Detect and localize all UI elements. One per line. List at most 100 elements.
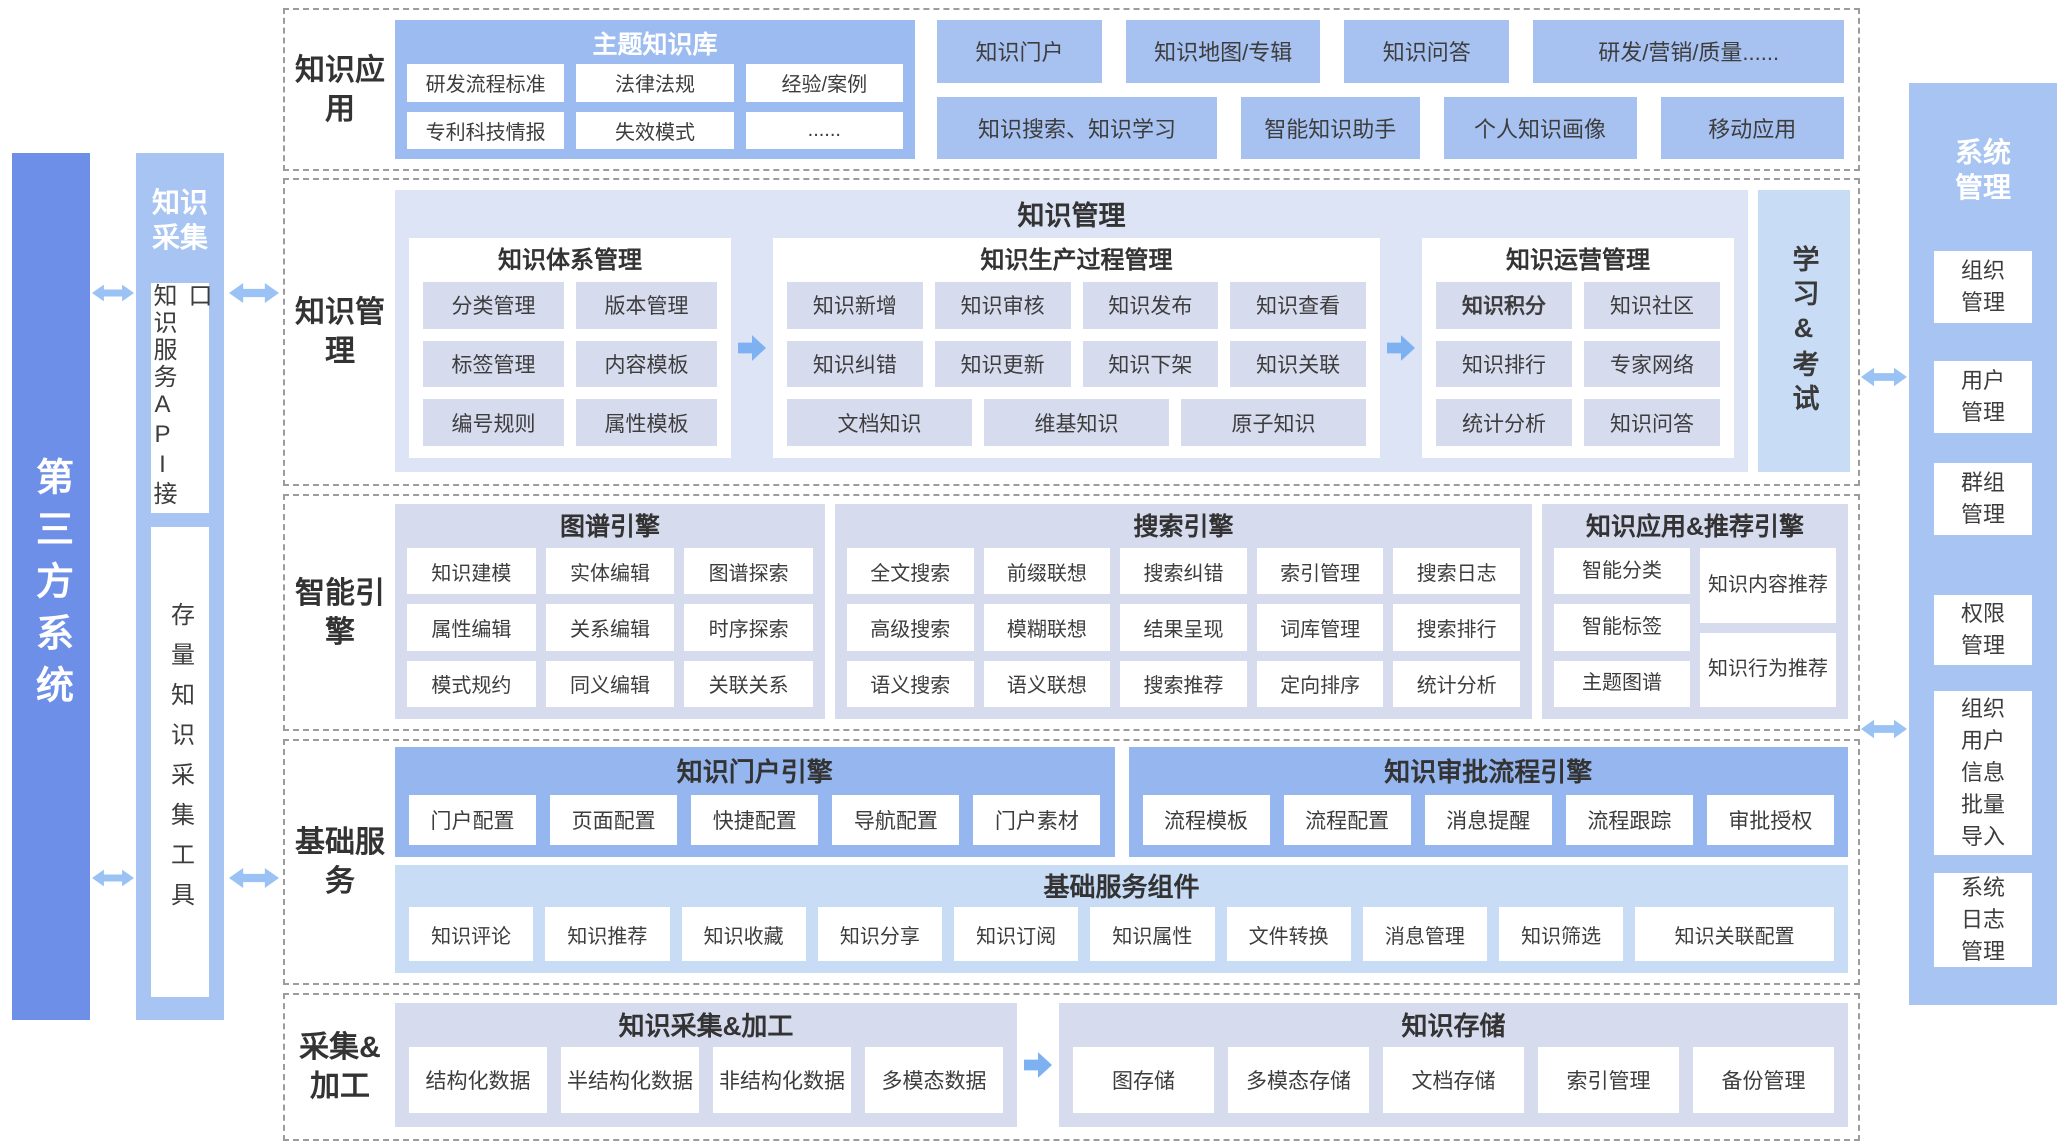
section-label-text: 智能引擎 <box>295 576 385 649</box>
storage-item: 多模态存储 <box>1228 1047 1369 1113</box>
base-item: 门户素材 <box>973 795 1101 846</box>
engine-item: 搜索日志 <box>1393 548 1520 595</box>
management-item: 文档知识 <box>787 399 972 446</box>
base-item: 流程模板 <box>1142 795 1270 846</box>
engine-item: 定向排序 <box>1256 660 1384 707</box>
engine-item: 实体编辑 <box>545 548 675 595</box>
management-item: 版本管理 <box>576 282 717 329</box>
panel-grid: 流程模板 流程配置 消息提醒 流程跟踪 审批授权 <box>1142 795 1835 846</box>
theme-kb-title: 主题知识库 <box>592 31 718 59</box>
application-tile: 知识门户 <box>937 20 1103 83</box>
engine-item: 时序探索 <box>684 604 813 651</box>
base-engines-row: 知识门户引擎 门户配置 页面配置 快捷配置 导航配置 门户素材 知识审批流程引擎… <box>395 747 1848 858</box>
management-item: 知识发布 <box>1082 282 1219 329</box>
knowledge-capture-column: 知识采集 知识服务API接口 存量知识采集工具 <box>136 153 224 1020</box>
theme-kb-grid: 研发流程标准 法律法规 经验/案例 专利科技情报 失效模式 ...... <box>407 64 903 149</box>
knowledge-production-panel: 知识生产过程管理 知识新增 知识审核 知识发布 知识查看 知识纠错 知识更新 知… <box>773 238 1380 458</box>
management-item: 知识社区 <box>1584 282 1720 329</box>
section-content: 知识门户引擎 门户配置 页面配置 快捷配置 导航配置 门户素材 知识审批流程引擎… <box>395 741 1858 983</box>
section-label-text: 知识应用 <box>295 53 385 126</box>
base-item: 门户配置 <box>409 795 537 846</box>
management-item: 专家网络 <box>1584 340 1720 388</box>
capture-item: 存量知识采集工具 <box>151 527 209 997</box>
theme-kb-item: ...... <box>745 111 903 149</box>
engine-item: 关联关系 <box>684 660 813 707</box>
flow-arrow-icon <box>737 335 767 361</box>
section-label-text: 基础服务 <box>295 826 385 898</box>
section-collection-processing: 采集&加工 知识采集&加工 结构化数据 半结构化数据 非结构化数据 多模态数据 … <box>283 993 1860 1141</box>
engine-item: 前缀联想 <box>983 548 1111 595</box>
engine-item: 知识建模 <box>407 548 536 595</box>
system-item: 组织管理 <box>1934 251 2032 323</box>
system-item: 群组管理 <box>1934 463 2032 535</box>
engine-item: 搜索排行 <box>1393 604 1520 651</box>
engine-item: 索引管理 <box>1256 548 1384 595</box>
application-tiles-row: 知识门户 知识地图/专辑 知识问答 研发/营销/质量...... <box>937 20 1845 83</box>
section-label: 采集&加工 <box>285 995 395 1139</box>
section-knowledge-application: 知识应用 主题知识库 研发流程标准 法律法规 经验/案例 专利科技情报 失效模式… <box>283 8 1860 171</box>
section-content: 知识管理 知识体系管理 分类管理 版本管理 标签管理 内容模板 编号规则 属性模… <box>395 180 1858 484</box>
application-tile: 研发/营销/质量...... <box>1533 20 1845 83</box>
flow-arrow-icon <box>1386 335 1416 361</box>
system-item-label: 系统日志管理 <box>1960 875 2005 964</box>
management-item: 知识问答 <box>1584 399 1720 446</box>
management-item: 知识新增 <box>787 282 923 329</box>
theme-kb-item: 经验/案例 <box>745 64 903 102</box>
storage-item: 文档存储 <box>1383 1047 1524 1113</box>
management-item: 标签管理 <box>423 340 564 388</box>
engine-item: 搜索纠错 <box>1120 548 1247 595</box>
management-item: 知识更新 <box>934 340 1071 388</box>
management-item: 统计分析 <box>1436 399 1572 446</box>
engine-item: 主题图谱 <box>1554 660 1690 707</box>
engine-item: 全文搜索 <box>847 548 974 595</box>
knowledge-collection-panel: 知识采集&加工 结构化数据 半结构化数据 非结构化数据 多模态数据 <box>395 1003 1017 1127</box>
engine-item: 智能分类 <box>1554 548 1690 595</box>
panel-title: 知识应用&推荐引擎 <box>1585 513 1805 541</box>
engine-item: 词库管理 <box>1256 604 1384 651</box>
storage-item: 图存储 <box>1073 1047 1214 1113</box>
theme-kb-item: 法律法规 <box>576 64 734 102</box>
double-arrow-icon <box>229 279 279 307</box>
system-item-label: 组织用户信息批量导入 <box>1960 696 2005 849</box>
section-content: 知识采集&加工 结构化数据 半结构化数据 非结构化数据 多模态数据 知识存储 图… <box>395 995 1858 1139</box>
section-label: 知识管理 <box>285 180 395 484</box>
system-management-column: 系统管理 组织管理 用户管理 群组管理 权限管理 组织用户信息批量导入 系统日志… <box>1909 83 2057 1005</box>
base-item: 知识收藏 <box>681 907 806 961</box>
double-arrow-icon <box>92 279 134 307</box>
engine-item: 知识行为推荐 <box>1700 632 1836 707</box>
approval-engine-panel: 知识审批流程引擎 流程模板 流程配置 消息提醒 流程跟踪 审批授权 <box>1128 747 1848 858</box>
knowledge-management-panel-title: 知识管理 <box>1017 201 1126 231</box>
panel-title: 知识采集&加工 <box>618 1011 794 1041</box>
base-item: 页面配置 <box>550 795 678 846</box>
collect-item: 半结构化数据 <box>561 1047 699 1113</box>
section-label-text: 知识管理 <box>295 296 385 368</box>
panel-title: 搜索引擎 <box>1133 513 1234 541</box>
knowledge-operation-panel: 知识运营管理 知识积分 知识社区 知识排行 专家网络 统计分析 知识问答 <box>1422 238 1734 458</box>
application-tiles-row: 知识搜索、知识学习 智能知识助手 个人知识画像 移动应用 <box>937 96 1844 159</box>
management-item: 原子知识 <box>1181 399 1366 446</box>
system-item: 系统日志管理 <box>1934 873 2032 967</box>
engine-item: 结果呈现 <box>1120 604 1247 651</box>
section-base-services: 基础服务 知识门户引擎 门户配置 页面配置 快捷配置 导航配置 门户素材 知识审… <box>283 739 1860 985</box>
base-item: 审批授权 <box>1706 795 1834 846</box>
application-tile: 知识问答 <box>1344 20 1510 83</box>
engine-item: 统计分析 <box>1393 660 1520 707</box>
section-content: 主题知识库 研发流程标准 法律法规 经验/案例 专利科技情报 失效模式 ....… <box>395 10 1858 169</box>
theme-kb-item: 研发流程标准 <box>407 64 565 102</box>
engine-item: 模糊联想 <box>983 604 1111 651</box>
engine-item: 语义搜索 <box>847 660 974 707</box>
engine-item: 语义联想 <box>983 660 1111 707</box>
knowledge-management-row: 知识体系管理 分类管理 版本管理 标签管理 内容模板 编号规则 属性模板 <box>409 238 1734 458</box>
recommend-right-column: 知识内容推荐 知识行为推荐 <box>1700 548 1836 707</box>
system-management-title: 系统管理 <box>1954 137 2011 203</box>
base-item: 消息管理 <box>1362 907 1487 961</box>
panel-grid: 知识评论 知识推荐 知识收藏 知识分享 知识订阅 知识属性 文件转换 消息管理 … <box>409 907 1835 961</box>
management-item: 维基知识 <box>984 399 1169 446</box>
base-item: 流程配置 <box>1283 795 1411 846</box>
management-item: 知识下架 <box>1082 340 1219 388</box>
collect-item: 结构化数据 <box>409 1047 547 1113</box>
double-arrow-icon <box>1861 714 1907 744</box>
panel-grid: 门户配置 页面配置 快捷配置 导航配置 门户素材 <box>409 795 1101 846</box>
section-knowledge-management: 知识管理 知识管理 知识体系管理 分类管理 版本管理 标签管理 内容模板 编号规… <box>283 178 1860 486</box>
engine-item: 同义编辑 <box>545 660 675 707</box>
